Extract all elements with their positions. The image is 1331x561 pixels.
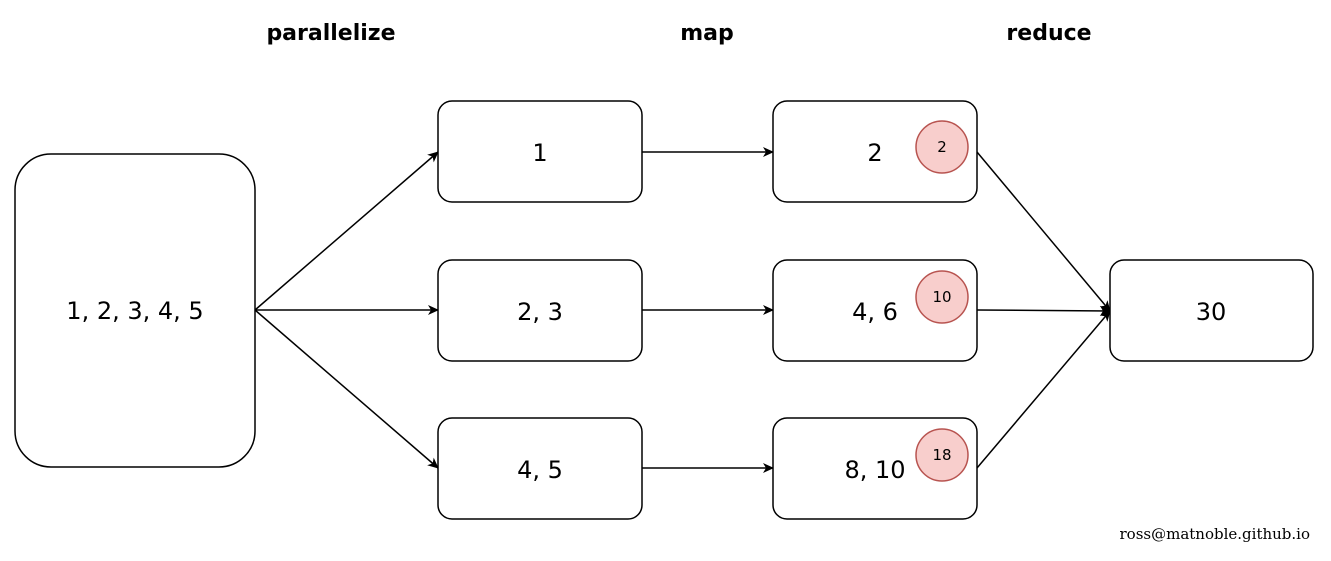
arrow-reduce-2 <box>976 305 1111 316</box>
result-label: 30 <box>1196 298 1227 326</box>
mapped-label: 2 <box>867 139 882 167</box>
partial-sum-value: 10 <box>932 288 951 306</box>
mapped-label: 4, 6 <box>852 298 898 326</box>
partition-box-1: 1 <box>437 100 643 203</box>
input-box: 1, 2, 3, 4, 5 <box>14 153 256 468</box>
partial-sum-badge <box>915 428 969 482</box>
stage-label-parallelize: parallelize <box>266 21 395 46</box>
result-box: 30 <box>1109 259 1314 362</box>
mapped-label: 8, 10 <box>844 456 905 484</box>
partition-box-2: 2, 3 <box>437 259 643 362</box>
stage-label-reduce: reduce <box>1006 21 1091 46</box>
mapped-box-1: 2 2 <box>772 100 978 203</box>
arrow-input-to-partition-1 <box>254 151 439 311</box>
partition-label: 4, 5 <box>517 456 563 484</box>
partial-sum-value: 18 <box>932 446 951 464</box>
partition-box-3: 4, 5 <box>437 417 643 520</box>
stage-label-map: map <box>680 21 734 46</box>
partition-label: 1 <box>532 139 547 167</box>
mapped-box-2: 4, 6 10 <box>772 259 978 362</box>
arrow-reduce-3 <box>976 310 1111 469</box>
arrow-reduce-1 <box>976 151 1111 312</box>
partition-label: 2, 3 <box>517 298 563 326</box>
credit-text: ross@matnoble.github.io <box>1120 525 1310 543</box>
partial-sum-value: 2 <box>937 138 947 156</box>
mapped-box-3: 8, 10 18 <box>772 417 978 520</box>
arrow-input-to-partition-3 <box>254 309 439 469</box>
partial-sum-badge <box>915 120 969 174</box>
input-label: 1, 2, 3, 4, 5 <box>66 297 203 325</box>
partial-sum-badge <box>915 270 969 324</box>
